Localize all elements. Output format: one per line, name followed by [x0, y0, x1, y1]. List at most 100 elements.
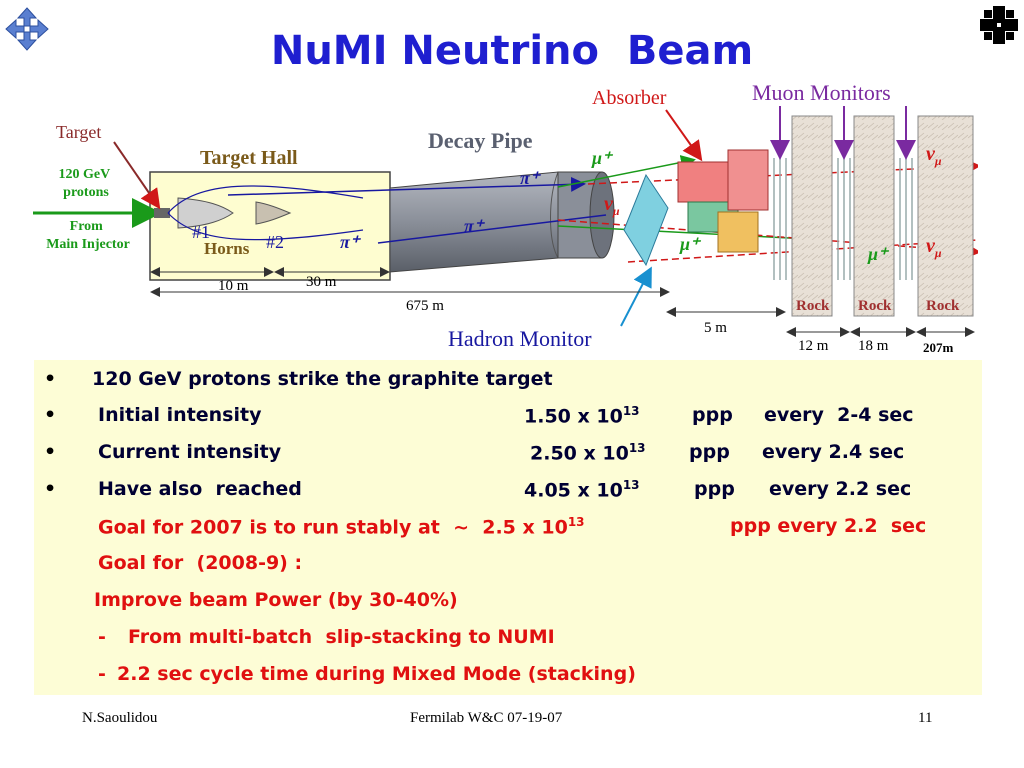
target-pointer	[113, 141, 161, 210]
intensity-rate: every 2.2 sec	[769, 478, 912, 500]
label-nu-mu: νμ	[926, 235, 942, 260]
sub-item-dash: -	[98, 626, 106, 648]
intensity-rate: every 2-4 sec	[764, 404, 914, 426]
rock-slab-1	[791, 115, 833, 317]
value-mantissa: 4.05 x 10	[524, 479, 623, 502]
value-exponent: 13	[622, 478, 640, 492]
intensity-value: 2.50 x 1013	[530, 441, 646, 464]
focus-trajectory	[167, 212, 364, 241]
label-target-hall: Target Hall	[200, 147, 298, 169]
label-decay-pipe: Decay Pipe	[428, 128, 533, 153]
intensity-unit: ppp	[692, 404, 733, 426]
improve-text: Improve beam Power (by 30-40%)	[94, 589, 458, 611]
absorber	[677, 149, 769, 253]
nu-mu-track	[557, 219, 978, 259]
label-pi-plus: π⁺	[464, 216, 486, 236]
goal-2007-text: Goal for 2007 is to run stably at ~ 2.5 …	[98, 515, 585, 538]
label-horn-2: #2	[266, 232, 284, 252]
label-nu-mu: νμ	[604, 193, 620, 218]
label-rock-3: Rock	[926, 298, 960, 314]
value-mantissa: 2.50 x 10	[530, 442, 629, 465]
label-target: Target	[56, 122, 101, 142]
dim-12m: 12 m	[798, 338, 829, 354]
sub-item-dash: -	[98, 663, 106, 685]
label-pi-plus: π⁺	[340, 232, 362, 252]
hadron-monitor-pointer	[620, 266, 652, 327]
horn-2	[255, 201, 292, 225]
label-mu-plus: μ⁺	[679, 234, 702, 254]
label-rock-1: Rock	[796, 298, 830, 314]
label-mu-plus: μ⁺	[591, 148, 614, 168]
label-from-line2: Main Injector	[46, 237, 130, 252]
value-exponent: 13	[622, 404, 640, 418]
goal-2007-exponent: 13	[567, 515, 585, 529]
bullet-label: Have also reached	[98, 478, 302, 500]
bullet-dot: •	[44, 441, 57, 463]
rock-slab-3	[917, 115, 974, 317]
nu-subscript: μ	[934, 154, 942, 168]
numi-beamline-diagram: Target 120 GeV protons From Main Injecto…	[33, 80, 978, 355]
improve-line: Improve beam Power (by 30-40%)	[34, 589, 458, 619]
goal-2008-text: Goal for (2008-9) :	[98, 552, 303, 574]
dim-30m: 30 m	[306, 274, 337, 290]
absorber-pointer	[665, 109, 703, 162]
slide-title: NuMI Neutrino Beam	[270, 28, 754, 74]
sub-item-text: 2.2 sec cycle time during Mixed Mode (st…	[117, 663, 636, 685]
goal-2008: Goal for (2008-9) :	[34, 552, 302, 582]
bullet-row: • Current intensity 2.50 x 1013 ppp ever…	[34, 441, 904, 471]
bullet-row: • 120 GeV protons strike the graphite ta…	[34, 368, 553, 398]
dim-675m: 675 m	[406, 298, 444, 314]
dim-10m: 10 m	[218, 278, 249, 294]
bullet-dot: •	[44, 478, 57, 500]
hadron-monitor	[623, 173, 669, 267]
bullet-label: Current intensity	[98, 441, 282, 463]
nu-symbol: ν	[604, 193, 614, 215]
goal-2007-rest: ppp every 2.2 sec	[730, 515, 927, 537]
decay-pipe	[389, 171, 615, 273]
bullet-dot: •	[44, 404, 57, 426]
bullet-dot: •	[44, 368, 57, 390]
bullet-text: 120 GeV protons strike the graphite targ…	[92, 368, 553, 390]
nu-subscript: μ	[612, 204, 620, 218]
nu-subscript: μ	[934, 246, 942, 260]
goal-2007: Goal for 2007 is to run stably at ~ 2.5 …	[34, 515, 926, 545]
muon-monitor-plates	[773, 158, 913, 280]
value-exponent: 13	[628, 441, 646, 455]
label-hadron-monitor: Hadron Monitor	[448, 326, 592, 351]
label-protons-line2: protons	[63, 185, 109, 200]
intensity-value: 1.50 x 1013	[524, 404, 640, 427]
pi-plus-track	[377, 214, 607, 244]
intensity-value: 4.05 x 1013	[524, 478, 640, 501]
intensity-rate: every 2.4 sec	[762, 441, 905, 463]
fermilab-logo	[980, 6, 1018, 44]
footer-event: Fermilab W&C 07-19-07	[410, 710, 563, 726]
info-box: • 120 GeV protons strike the graphite ta…	[34, 360, 982, 695]
target	[154, 208, 170, 218]
label-horns: Horns	[204, 239, 250, 258]
value-mantissa: 1.50 x 10	[524, 405, 623, 428]
rock-slab-2	[853, 115, 895, 317]
dim-18m: 18 m	[858, 338, 889, 354]
horn-1	[177, 197, 234, 229]
label-from-injector: From Main Injector	[46, 219, 130, 252]
sub-item-text: From multi-batch slip-stacking to NUMI	[128, 626, 555, 648]
bullet-row: • Have also reached 4.05 x 1013 ppp ever…	[34, 478, 911, 508]
label-absorber: Absorber	[592, 87, 667, 109]
footer-author: N.Saoulidou	[82, 710, 158, 726]
nu-symbol: ν	[926, 143, 936, 165]
label-protons: 120 GeV protons	[59, 167, 114, 200]
footer-page-number: 11	[918, 710, 933, 726]
bullet-row: • Initial intensity 1.50 x 1013 ppp ever…	[34, 404, 914, 434]
dim-5m: 5 m	[704, 320, 727, 336]
label-pi-plus: π⁺	[520, 168, 542, 188]
nu-mu-track	[587, 159, 978, 185]
left-logo	[5, 7, 49, 51]
sub-item: - From multi-batch slip-stacking to NUMI	[34, 626, 555, 656]
label-protons-line1: 120 GeV	[59, 167, 111, 182]
nu-symbol: ν	[926, 235, 936, 257]
intensity-unit: ppp	[694, 478, 735, 500]
bullet-label: Initial intensity	[98, 404, 262, 426]
label-mu-plus: μ⁺	[867, 244, 890, 264]
dim-207m: 207m	[923, 340, 954, 355]
label-muon-monitors: Muon Monitors	[752, 80, 891, 105]
